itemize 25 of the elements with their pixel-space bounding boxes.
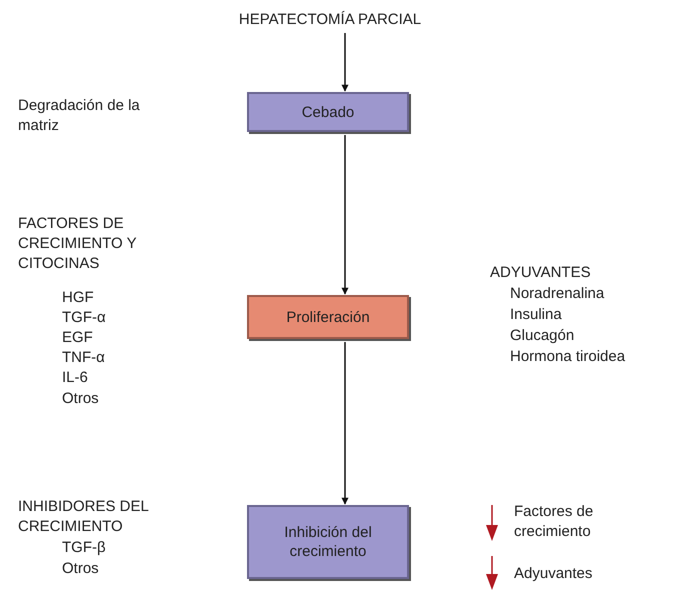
label-text: IL-6 (62, 368, 89, 388)
label-text: Otros (62, 389, 100, 409)
label-text: Glucagón (510, 326, 576, 346)
label-text: Degradación de la matriz (18, 96, 141, 136)
label-text: ADYUVANTES (490, 263, 592, 283)
process-box: Proliferación (247, 295, 409, 339)
label-text: Hormona tiroidea (510, 347, 626, 367)
label-text: TNF-α (62, 348, 106, 368)
label-text: Insulina (510, 305, 563, 325)
label-text: Factores de crecimiento (514, 502, 594, 542)
arrow (342, 33, 348, 92)
label-text: EGF (62, 328, 94, 348)
label-text: Adyuvantes (514, 564, 594, 584)
label-text: TGF-α (62, 308, 107, 328)
process-box: Cebado (247, 92, 409, 132)
label-text: Noradrenalina (510, 284, 606, 304)
process-box: Inhibición del crecimiento (247, 505, 409, 579)
label-text: TGF-β (62, 538, 107, 558)
label-text: INHIBIDORES DEL CRECIMIENTO (18, 497, 150, 537)
label-text: FACTORES DE CRECIMIENTO Y CITOCINAS (18, 214, 138, 274)
heading-text: HEPATECTOMÍA PARCIAL (200, 8, 460, 30)
arrow (342, 135, 348, 295)
label-text: Otros (62, 559, 100, 579)
label-text: HGF (62, 288, 95, 308)
arrow (342, 342, 348, 505)
